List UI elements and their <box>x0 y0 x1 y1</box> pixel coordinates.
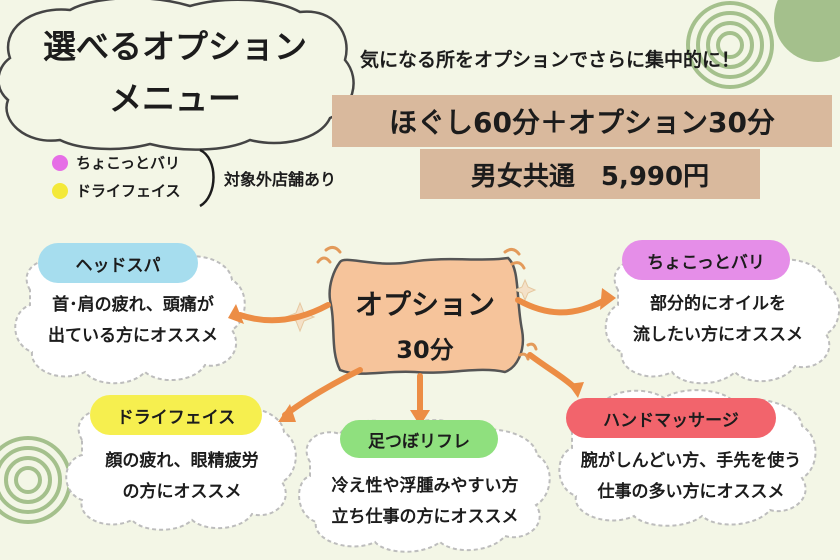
bracket-mark <box>199 148 215 208</box>
motion-marks <box>316 245 538 361</box>
exclusion-item-bali: ちょこっとバリ <box>76 154 180 172</box>
price-banner-main: ほぐし60分＋オプション30分 <box>332 95 832 147</box>
option-title-bali: ちょこっとバリ <box>622 240 790 280</box>
option-desc-dryface: 顔の疲れ、眼精疲労 の方にオススメ <box>72 446 292 508</box>
option-desc-hand: 腕がしんどい方、手先を使う 仕事の多い方にオススメ <box>556 446 826 508</box>
ring-decoration-bottom <box>0 436 72 524</box>
option-desc-footreflex-line2: 立ち仕事の方にオススメ <box>331 507 519 527</box>
option-desc-dryface-line1: 顔の疲れ、眼精疲労 <box>105 451 259 471</box>
arrow-heads <box>228 288 616 426</box>
center-line-2: 30分 <box>396 336 454 364</box>
option-desc-bali-line2: 流したい方にオススメ <box>633 325 803 345</box>
arrow-to-headspa <box>237 302 331 324</box>
dryface-color-dot <box>52 183 68 199</box>
arrow-to-hand <box>527 352 578 391</box>
center-line-1: オプション <box>354 288 495 321</box>
green-circle-decoration <box>774 0 840 62</box>
title-line-2: メニュー <box>109 79 241 118</box>
tagline: 気になる所をオプションでさらに集中的に！ <box>360 49 741 71</box>
option-desc-headspa: 首･肩の疲れ、頭痛が 出ている方にオススメ <box>18 290 248 352</box>
option-desc-bali: 部分的にオイルを 流したい方にオススメ <box>606 289 830 351</box>
arrow-to-dryface <box>282 367 363 418</box>
title-line-1: 選べるオプション <box>43 27 307 66</box>
option-desc-dryface-line2: の方にオススメ <box>122 482 242 502</box>
option-title-hand: ハンドマッサージ <box>566 398 776 438</box>
option-title-footreflex: 足つぼリフレ <box>340 420 498 458</box>
option-desc-footreflex: 冷え性や浮腫みやすい方 立ち仕事の方にオススメ <box>300 471 550 533</box>
option-desc-hand-line2: 仕事の多い方にオススメ <box>597 482 785 502</box>
option-desc-hand-line1: 腕がしんどい方、手先を使う <box>580 451 802 471</box>
option-title-headspa: ヘッドスパ <box>38 243 198 283</box>
price-banner-sub: 男女共通 5,990円 <box>420 149 760 199</box>
option-title-dryface: ドライフェイス <box>90 395 262 435</box>
center-option-shape <box>328 256 525 375</box>
option-desc-headspa-line2: 出ている方にオススメ <box>48 326 218 346</box>
option-desc-footreflex-line1: 冷え性や浮腫みやすい方 <box>331 476 519 496</box>
bali-color-dot <box>52 155 68 171</box>
option-desc-bali-line1: 部分的にオイルを <box>650 294 786 314</box>
arrow-to-bali <box>515 297 608 316</box>
ring-decoration-top <box>686 1 774 89</box>
exclusion-text: 対象外店舗あり <box>224 170 337 189</box>
option-desc-headspa-line1: 首･肩の疲れ、頭痛が <box>52 295 214 315</box>
exclusion-item-dryface: ドライフェイス <box>76 182 181 200</box>
